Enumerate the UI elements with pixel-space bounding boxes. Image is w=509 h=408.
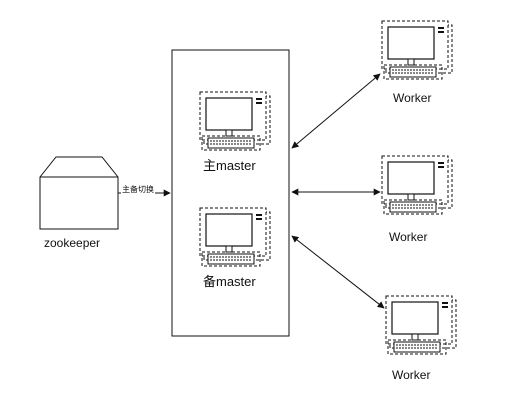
worker-3-arrow — [291, 235, 385, 309]
worker-2-computer-icon — [381, 155, 453, 215]
worker-3-computer-icon — [385, 295, 457, 355]
worker-1-arrow — [291, 73, 381, 149]
worker-2-label: Worker — [389, 230, 428, 244]
master-active-label: 主master — [203, 158, 256, 173]
worker-1-computer-icon — [381, 20, 453, 80]
zookeeper-label: zookeeper — [44, 236, 101, 250]
worker-1-label: Worker — [393, 91, 432, 105]
worker-3-label: Worker — [392, 368, 431, 382]
storage-box-icon — [39, 156, 119, 230]
failover-label: 主备切换 — [121, 185, 155, 194]
master-standby-label: 备master — [203, 274, 256, 289]
